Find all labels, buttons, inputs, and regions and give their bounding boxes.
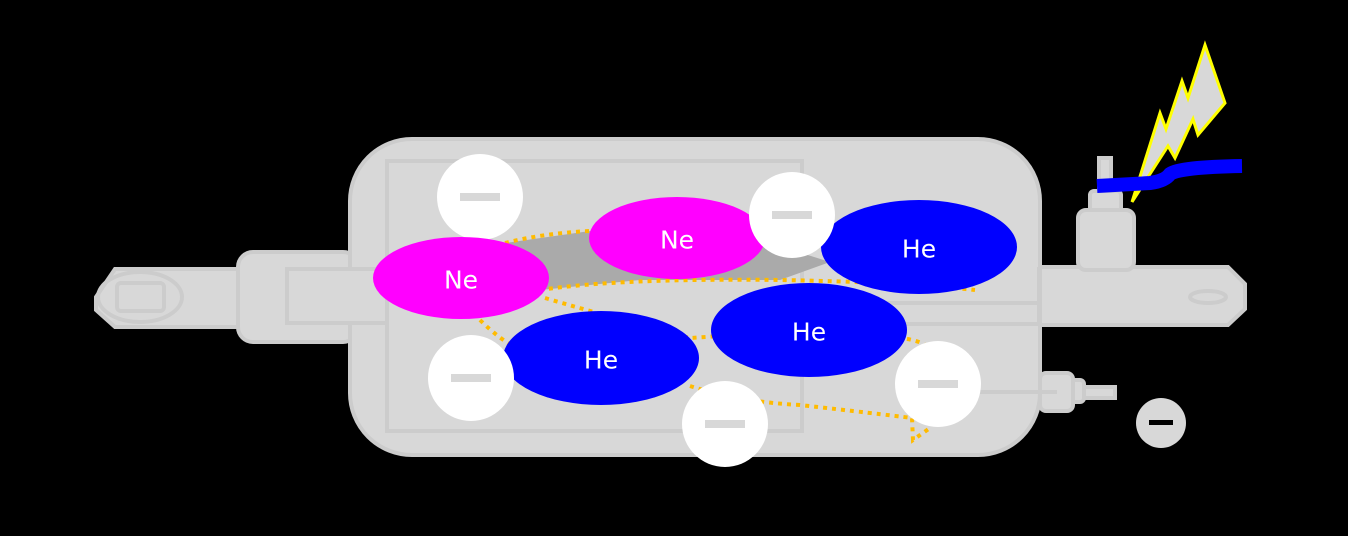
vertical-post: [1076, 156, 1136, 272]
negative-terminal-icon: [1149, 420, 1173, 425]
electron: [682, 381, 768, 467]
particle-helium: He: [503, 311, 699, 405]
electron: [895, 341, 981, 427]
particle-label: He: [902, 235, 936, 264]
particle-label: Ne: [660, 226, 694, 255]
particle-helium: He: [821, 200, 1017, 294]
particle-neon: Ne: [589, 197, 765, 279]
particle-label: Ne: [444, 266, 478, 295]
particle-label: He: [792, 318, 826, 347]
negative-terminal: [1136, 398, 1186, 448]
particle-helium: He: [711, 283, 907, 377]
particle-label: He: [584, 346, 618, 375]
electron-minus-icon: [451, 374, 491, 382]
electron-minus-icon: [705, 420, 745, 428]
electron: [437, 154, 523, 240]
electron-minus-icon: [918, 380, 958, 388]
electron: [749, 172, 835, 258]
left-end-cap: [94, 267, 242, 329]
lightning-bolt-icon: [1130, 40, 1227, 203]
electron-minus-icon: [772, 211, 812, 219]
power-wire: [1096, 159, 1243, 193]
electron-minus-icon: [460, 193, 500, 201]
electron: [428, 335, 514, 421]
particle-neon: Ne: [373, 237, 549, 319]
right-electrode-bar: [1028, 265, 1247, 327]
